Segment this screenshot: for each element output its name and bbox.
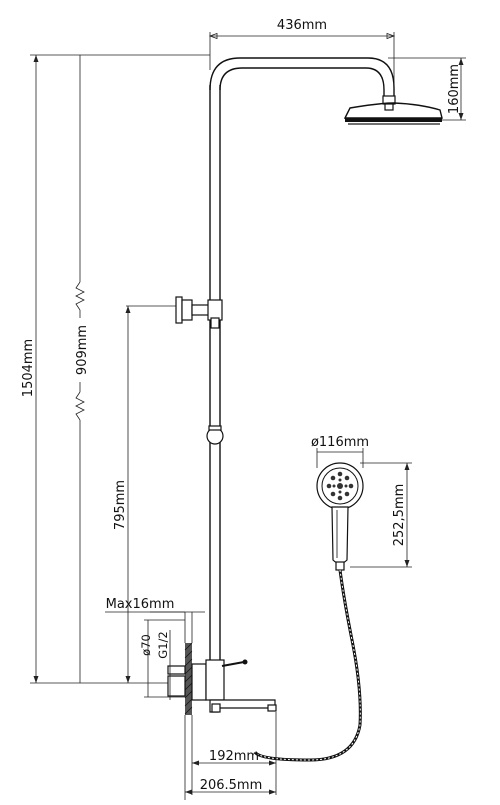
total-height-label: 1504mm xyxy=(21,339,36,397)
spout-projection-dimension: 192mm xyxy=(191,712,277,795)
spout-projection-label: 192mm xyxy=(209,749,259,764)
bracket-height-label: 795mm xyxy=(113,480,128,530)
head-height-dimension: 160mm xyxy=(388,57,466,121)
handshower-slider xyxy=(206,425,224,445)
thread-dimension: G1/2 xyxy=(156,630,171,700)
wall-max-dimension: Max16mm xyxy=(105,597,205,643)
hand-shower xyxy=(316,462,364,571)
rain-shower-head xyxy=(343,102,443,125)
overall-projection-label: 206.5mm xyxy=(200,778,263,793)
hand-shower-length-label: 252,5mm xyxy=(392,484,407,547)
wall-max-label: Max16mm xyxy=(106,597,175,612)
thread-label: G1/2 xyxy=(156,631,170,658)
hand-shower-diameter-label: ø116mm xyxy=(311,435,369,450)
shower-column xyxy=(209,57,396,665)
hand-shower-diameter-dimension: ø116mm xyxy=(311,435,369,468)
arm-width-label: 436mm xyxy=(277,18,327,33)
shower-hose xyxy=(253,569,362,762)
adjustable-length-dimension: 909mm xyxy=(75,55,90,683)
total-height-dimension: 1504mm xyxy=(21,54,210,683)
bracket-height-dimension: 795mm xyxy=(113,305,180,683)
head-height-label: 160mm xyxy=(447,64,462,114)
flange-diameter-label: ø70 xyxy=(139,634,153,656)
arm-width-dimension: 436mm xyxy=(208,18,396,100)
adjustable-length-label: 909mm xyxy=(75,325,90,375)
wall-bracket xyxy=(175,296,223,329)
flange-diameter-dimension: ø70 xyxy=(139,619,185,698)
hand-shower-length-dimension: 252,5mm xyxy=(350,462,412,568)
overall-projection-dimension: 206.5mm xyxy=(184,715,276,800)
wall-mixer xyxy=(167,642,277,715)
